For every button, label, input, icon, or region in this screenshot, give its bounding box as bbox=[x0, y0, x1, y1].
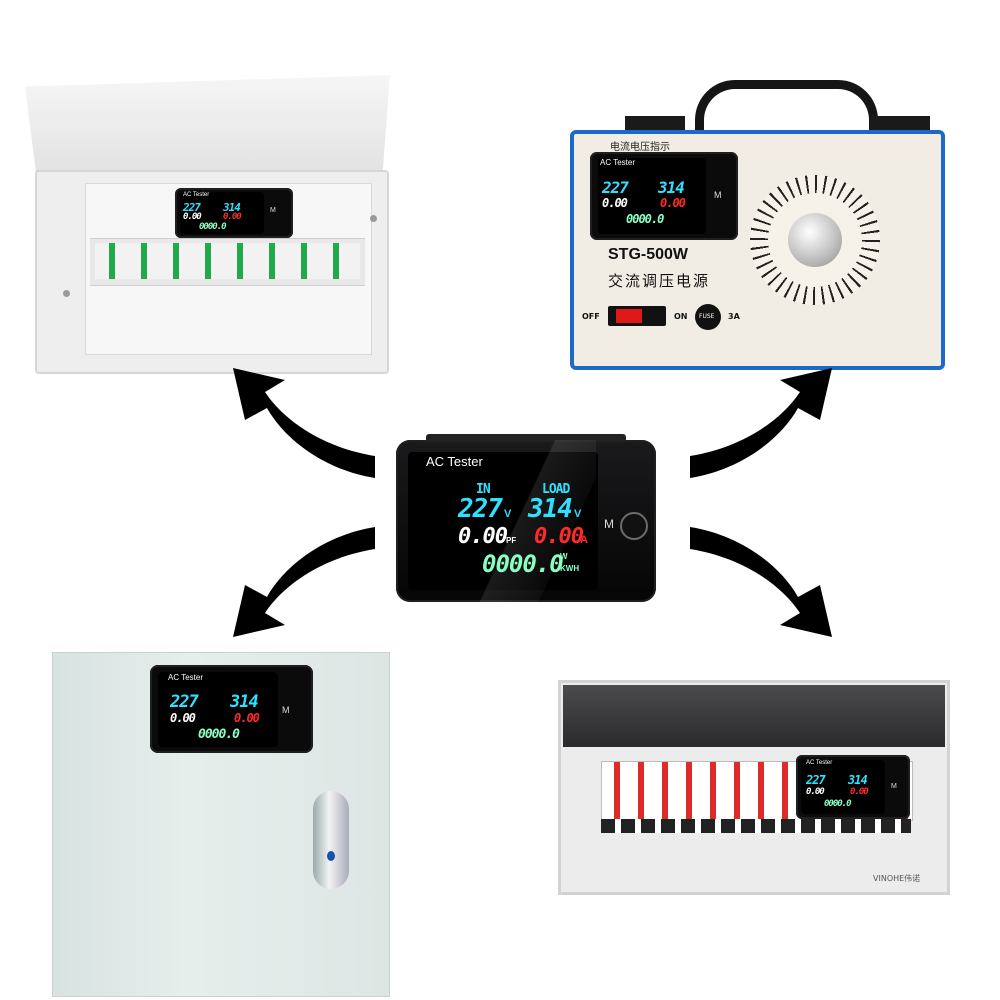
voltage-load-readout: 314 bbox=[223, 201, 241, 214]
current-readout: 0.00 bbox=[234, 711, 260, 725]
meter-small-bottom-left: AC Tester 227 314 0.00 0.00 0000.0 M bbox=[150, 665, 313, 753]
arrow-to-bottom-right-icon bbox=[690, 527, 832, 637]
scene-top-left-distribution-box: AC Tester 227 314 0.00 0.00 0000.0 M bbox=[25, 75, 390, 375]
energy-readout: 0000.0 bbox=[824, 799, 851, 809]
door-lock-icon bbox=[327, 851, 335, 861]
screw-icon bbox=[63, 290, 70, 297]
model-label: STG-500W bbox=[608, 246, 689, 263]
energy-unit-w: W bbox=[560, 552, 568, 561]
on-label: ON bbox=[674, 312, 688, 321]
dial-knob bbox=[788, 213, 842, 267]
panel-cover bbox=[563, 685, 945, 747]
voltage-in-unit: V bbox=[504, 508, 512, 520]
pf-readout: 0.00 bbox=[183, 212, 202, 222]
meter-title: AC Tester bbox=[600, 158, 635, 167]
screw-icon bbox=[370, 215, 377, 222]
pf-readout: 0.00 bbox=[458, 524, 508, 549]
energy-readout: 0000.0 bbox=[198, 727, 240, 742]
energy-readout: 0000.0 bbox=[199, 222, 226, 232]
arrow-to-top-right-icon bbox=[690, 368, 832, 478]
voltage-in-readout: 227 bbox=[602, 178, 629, 197]
scene-bottom-left-cabinet: AC Tester 227 314 0.00 0.00 0000.0 M bbox=[52, 652, 390, 997]
voltage-in-readout: 227 bbox=[183, 201, 201, 214]
off-label: OFF bbox=[582, 312, 600, 321]
voltage-load-readout: 314 bbox=[230, 692, 259, 712]
arrow-to-top-left-icon bbox=[233, 368, 375, 478]
meter-small-top-right: AC Tester 227 314 0.00 0.00 0000.0 M bbox=[590, 152, 738, 240]
energy-unit-kwh: KWH bbox=[560, 564, 580, 573]
mode-label: M bbox=[270, 207, 276, 214]
fuse-label: FUSE bbox=[699, 313, 715, 320]
voltage-in-readout: 227 bbox=[458, 494, 503, 524]
mode-label: M bbox=[891, 783, 897, 790]
scene-bottom-right-breaker-panel: AC Tester 227 314 0.00 0.00 0000.0 M VIN… bbox=[558, 680, 950, 895]
mode-button-label: M bbox=[604, 517, 614, 531]
mode-label: M bbox=[714, 190, 722, 200]
energy-readout: 0000.0 bbox=[626, 212, 664, 226]
power-switch-rocker bbox=[616, 309, 642, 323]
current-unit: A bbox=[580, 534, 588, 546]
pf-readout: 0.00 bbox=[170, 711, 196, 725]
energy-readout: 0000.0 bbox=[482, 550, 564, 578]
voltage-load-readout: 314 bbox=[528, 494, 573, 524]
fuse-holder bbox=[695, 304, 721, 330]
handle-mount bbox=[870, 116, 930, 134]
meter-top-edge bbox=[426, 434, 626, 442]
voltage-load-readout: 314 bbox=[848, 773, 868, 787]
load-label: LOAD bbox=[542, 482, 570, 497]
current-readout: 0.00 bbox=[850, 787, 869, 797]
meter-title: AC Tester bbox=[168, 673, 203, 682]
scene-top-right-voltage-regulator: 电流电压指示 AC Tester 227 314 0.00 0.00 0000.… bbox=[570, 80, 950, 375]
cabinet-door-handle bbox=[313, 791, 349, 889]
arrow-to-bottom-left-icon bbox=[233, 527, 375, 637]
meter-title: AC Tester bbox=[806, 760, 833, 766]
box-lid bbox=[25, 75, 390, 172]
voltage-in-readout: 227 bbox=[806, 773, 826, 787]
carry-handle bbox=[695, 80, 878, 144]
voltage-load-readout: 314 bbox=[658, 178, 685, 197]
amp-label: 3A bbox=[728, 312, 740, 321]
meter-small-bottom-right: AC Tester 227 314 0.00 0.00 0000.0 M bbox=[796, 755, 910, 819]
subtitle-label: 交流调压电源 bbox=[608, 272, 711, 290]
panel-lower-row bbox=[601, 819, 911, 833]
voltage-in-readout: 227 bbox=[170, 692, 199, 712]
brand-label: VINOHE伟诺 bbox=[873, 874, 921, 883]
panel-caption: 电流电压指示 bbox=[610, 142, 670, 153]
meter-title: AC Tester bbox=[426, 454, 483, 469]
current-readout: 0.00 bbox=[223, 212, 242, 222]
pf-readout: 0.00 bbox=[602, 196, 628, 210]
current-readout: 0.00 bbox=[534, 524, 584, 549]
main-ac-tester: AC Tester IN LOAD 227 V 314 V 0.00 PF 0.… bbox=[396, 434, 656, 602]
main-screen bbox=[408, 452, 598, 590]
in-label: IN bbox=[476, 482, 491, 497]
pf-readout: 0.00 bbox=[806, 787, 825, 797]
breaker-row bbox=[95, 243, 360, 279]
pf-unit: PF bbox=[506, 536, 517, 545]
mode-label: M bbox=[282, 705, 290, 715]
current-readout: 0.00 bbox=[660, 196, 686, 210]
mode-button[interactable] bbox=[620, 512, 648, 540]
handle-mount bbox=[625, 116, 685, 134]
meter-small-top-left: AC Tester 227 314 0.00 0.00 0000.0 M bbox=[175, 188, 293, 238]
voltage-load-unit: V bbox=[574, 508, 582, 520]
meter-title: AC Tester bbox=[183, 192, 210, 198]
